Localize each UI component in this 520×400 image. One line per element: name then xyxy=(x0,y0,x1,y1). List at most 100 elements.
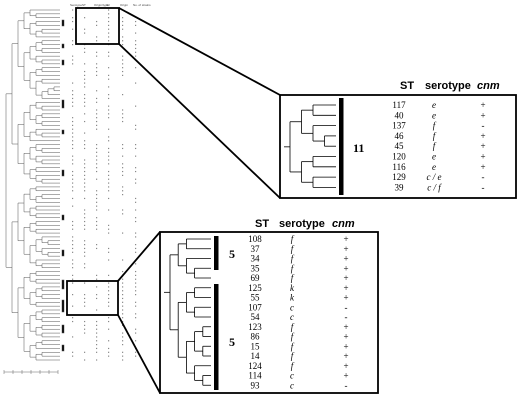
overview-data-dot xyxy=(72,197,74,200)
overview-data-dot xyxy=(135,128,137,130)
overview-data-dot xyxy=(96,340,98,342)
overview-data-dot xyxy=(72,182,74,184)
overview-data-dot xyxy=(72,282,74,284)
overview-data-dot xyxy=(108,259,110,261)
overview-data-dot xyxy=(84,320,86,323)
overview-data-dot xyxy=(96,128,98,130)
overview-data-dot xyxy=(72,97,74,100)
overview-data-dot xyxy=(122,36,124,38)
overview-data-dot xyxy=(96,144,98,146)
st-cell: 34 xyxy=(251,254,261,264)
st-cell: 35 xyxy=(251,263,261,273)
overview-data-dot xyxy=(108,136,110,138)
overview-data-dot xyxy=(72,101,74,103)
cnm-cell: + xyxy=(343,341,348,351)
overview-data-dot xyxy=(84,244,86,246)
overview-data-dot xyxy=(72,351,74,353)
overview-data-dot xyxy=(96,159,98,161)
serotype-cell: f xyxy=(291,273,295,283)
serotype-cell: e xyxy=(432,110,436,120)
overview-data-dot xyxy=(84,105,86,107)
cnm-cell: + xyxy=(343,371,348,381)
overview-data-dot xyxy=(84,147,86,150)
overview-data-dot xyxy=(84,51,86,53)
overview-data-dot xyxy=(84,240,86,242)
overview-data-dot xyxy=(108,74,110,76)
overview-data-dot xyxy=(96,320,98,323)
overview-column-header: Ori xyxy=(106,3,110,7)
overview-data-dot xyxy=(84,267,86,269)
overview-column-header: Origin/type xyxy=(94,3,109,7)
overview-data-dot xyxy=(96,220,98,223)
overview-data-dot xyxy=(135,313,137,315)
overview-data-dot xyxy=(96,101,98,103)
cnm-cell: - xyxy=(345,302,348,312)
overview-data-dot xyxy=(108,20,110,23)
overview-data-dot xyxy=(96,167,98,169)
overview-data-dot xyxy=(108,224,110,226)
overview-data-dot xyxy=(96,224,98,226)
overview-data-dot xyxy=(122,167,124,169)
overview-data-dot xyxy=(108,340,110,342)
overview-data-dot xyxy=(96,190,98,192)
overview-data-dot xyxy=(122,270,124,273)
overview-data-dot xyxy=(96,344,98,346)
overview-data-dot xyxy=(135,20,137,23)
overview-data-dot xyxy=(72,59,74,61)
overview-data-dot xyxy=(96,97,98,100)
overview-data-dot xyxy=(135,197,137,200)
overview-data-dot xyxy=(84,359,86,361)
st-cell: 39 xyxy=(395,182,405,192)
overview-data-dot xyxy=(84,63,86,65)
overview-data-dot xyxy=(122,259,124,261)
top-header-cnm: cnm xyxy=(477,80,500,92)
overview-data-dot xyxy=(108,55,110,57)
overview-cluster-mark xyxy=(61,344,65,352)
overview-data-dot xyxy=(122,194,124,196)
overview-data-dot xyxy=(122,170,124,173)
overview-column-header: ST xyxy=(82,3,86,7)
top-zoom-box xyxy=(75,7,120,45)
overview-data-dot xyxy=(122,17,124,19)
overview-data-dot xyxy=(135,67,137,69)
overview-data-dot xyxy=(96,40,98,42)
overview-data-dot xyxy=(72,174,74,176)
overview-data-dot xyxy=(96,228,98,230)
overview-data-dot xyxy=(135,32,137,34)
overview-data-dot xyxy=(108,320,110,323)
overview-data-dot xyxy=(122,336,124,338)
overview-data-dot xyxy=(84,228,86,230)
serotype-cell: c xyxy=(290,312,294,322)
overview-data-dot xyxy=(96,178,98,180)
top-subtree xyxy=(284,104,336,188)
overview-data-dot xyxy=(84,190,86,192)
overview-data-dot xyxy=(84,328,86,330)
serotype-cell: f xyxy=(291,361,295,371)
overview-data-dot xyxy=(72,228,74,230)
overview-data-dot xyxy=(72,267,74,269)
overview-data-dot xyxy=(84,324,86,326)
bottom-header-st: ST xyxy=(255,218,269,230)
overview-data-dot xyxy=(96,324,98,326)
overview-data-dot xyxy=(72,178,74,180)
overview-data-dot xyxy=(72,144,74,146)
overview-data-dot xyxy=(84,159,86,161)
cnm-cell: + xyxy=(343,361,348,371)
overview-data-dot xyxy=(135,305,137,307)
cnm-cell: + xyxy=(343,234,348,244)
cnm-cell: - xyxy=(345,380,348,390)
overview-data-dot xyxy=(122,94,124,96)
serotype-cell: e xyxy=(432,100,436,110)
overview-data-dot xyxy=(122,355,124,357)
overview-data-dot xyxy=(122,74,124,76)
overview-data-dot xyxy=(135,236,137,238)
st-cell: 46 xyxy=(395,131,405,141)
overview-data-dot xyxy=(108,228,110,230)
serotype-cell: k xyxy=(290,293,295,303)
overview-data-dot xyxy=(135,40,137,42)
serotype-cell: c xyxy=(290,380,294,390)
overview-data-dot xyxy=(122,340,124,342)
